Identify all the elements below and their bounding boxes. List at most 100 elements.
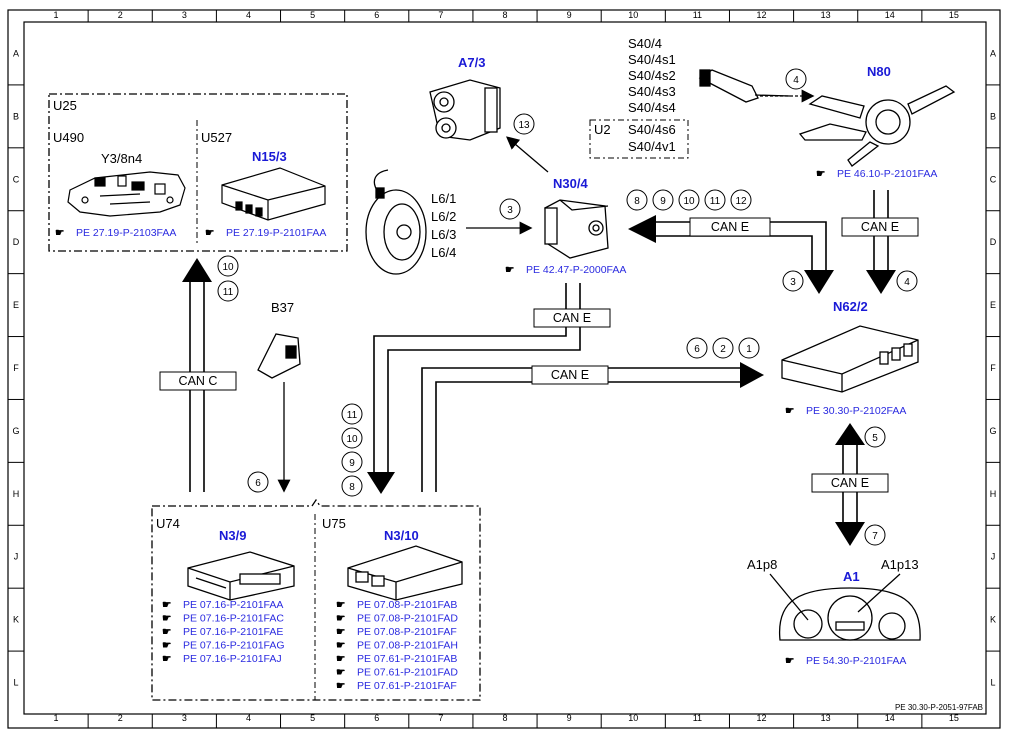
svg-text:11: 11 [347,410,358,421]
bus-can-e-main: CAN E [421,362,764,492]
manual-icon: ☛ [336,653,346,665]
grid-row-H-right: H [990,489,997,499]
ref-link[interactable]: PE 07.61-P-2101FAB [357,653,457,665]
switch-label-list: S40/4 S40/4s1 S40/4s2 S40/4s3 S40/4s4 S4… [628,36,676,154]
n3-10-drawing [347,545,463,601]
grid-row-K-right: K [990,615,996,625]
grid-col-1-bottom: 1 [54,713,59,723]
ref-n62-2[interactable]: ☛ PE 30.30-P-2102FAA [785,405,906,417]
ref-link[interactable]: PE 07.16-P-2101FAC [183,613,284,625]
grid-row-F-right: F [990,363,996,373]
svg-text:8: 8 [349,482,355,493]
svg-text:S40/4s4: S40/4s4 [628,100,676,115]
svg-text:11: 11 [223,287,234,298]
svg-text:S40/4s6: S40/4s6 [628,122,676,137]
grid-col-9-bottom: 9 [567,713,572,723]
grid-col-7-top: 7 [438,10,443,20]
svg-text:6: 6 [694,344,700,355]
arrow-n30-to-a7 [506,136,549,173]
ref-link[interactable]: PE 07.16-P-2101FAJ [183,653,282,665]
ref-y3-8n4[interactable]: ☛ PE 27.19-P-2103FAA [55,227,176,239]
manual-icon: ☛ [55,227,65,239]
component-n3-9: N3/9 [219,528,246,543]
ref-link[interactable]: PE 07.16-P-2101FAG [183,640,285,652]
svg-text:PE 27.19-P-2103FAA[interactable]: PE 27.19-P-2103FAA [76,227,176,239]
group-label-u527: U527 [201,130,232,145]
manual-icon: ☛ [162,653,172,665]
manual-icon: ☛ [336,680,346,692]
grid-col-6-bottom: 6 [374,713,379,723]
ref-link[interactable]: PE 07.61-P-2101FAD [357,667,458,679]
signal-group-to-n62: 6 2 1 [686,337,760,359]
grid-row-H-left: H [13,489,20,499]
svg-text:PE 27.19-P-2101FAA[interactable]: PE 27.19-P-2101FAA [226,227,326,239]
manual-icon: ☛ [785,405,795,417]
n15-3-module-drawing [221,167,326,221]
grid-row-F-left: F [13,363,19,373]
svg-text:10: 10 [683,196,695,207]
svg-text:CAN E: CAN E [861,220,899,234]
svg-text:PE 30.30-P-2102FAA[interactable]: PE 30.30-P-2102FAA [806,405,906,417]
ref-n15-3[interactable]: ☛ PE 27.19-P-2101FAA [205,227,326,239]
grid-col-7-bottom: 7 [438,713,443,723]
svg-text:CAN E: CAN E [553,311,591,325]
component-n30-4: N30/4 [553,176,588,191]
signal-5 [864,426,886,448]
grid-col-2-bottom: 2 [118,713,123,723]
manual-icon: ☛ [162,626,172,638]
svg-text:CAN E: CAN E [831,476,869,490]
grid-row-C-left: C [13,174,20,184]
component-a1p13: A1p13 [881,557,919,572]
manual-icon: ☛ [336,626,346,638]
svg-text:9: 9 [660,196,666,207]
svg-text:CAN E: CAN E [551,368,589,382]
grid-row-E-left: E [13,300,19,310]
svg-text:1: 1 [746,344,752,355]
signal-3 [499,198,521,220]
manual-icon: ☛ [162,640,172,652]
ref-link[interactable]: PE 07.16-P-2101FAE [183,626,283,638]
svg-text:L6/3: L6/3 [431,227,456,242]
a7-3-drawing [429,79,501,141]
svg-text:CAN C: CAN C [179,374,218,388]
signal-13 [513,113,535,135]
grid-row-B-left: B [13,111,19,121]
b37-pedal-drawing [257,333,301,379]
ref-link[interactable]: PE 07.08-P-2101FAB [357,599,457,611]
svg-text:4: 4 [793,75,799,86]
ref-link[interactable]: PE 07.16-P-2101FAA [183,599,283,611]
component-a1: A1 [843,569,860,584]
svg-text:PE 42.47-P-2000FAA[interactable]: PE 42.47-P-2000FAA [526,264,626,276]
bus-can-e-a1: CAN E [811,423,889,546]
outer-frame [7,9,1001,729]
svg-text:PE 54.30-P-2101FAA[interactable]: PE 54.30-P-2101FAA [806,655,906,667]
grid-row-J-left: J [14,552,19,562]
n62-2-drawing [781,325,919,393]
component-n62-2: N62/2 [833,299,868,314]
ref-n30-4[interactable]: ☛ PE 42.47-P-2000FAA [505,264,626,276]
ref-link[interactable]: PE 07.08-P-2101FAH [357,640,458,652]
signal-group-can-e-top: 8 9 10 11 12 [626,189,752,211]
signal-4-down [896,270,918,292]
group-label-u490: U490 [53,130,84,145]
grid-col-14-top: 14 [885,10,895,20]
ref-link[interactable]: PE 07.08-P-2101FAF [357,626,457,638]
grid-row-J-right: J [991,552,996,562]
grid-row-D-right: D [990,237,997,247]
manual-icon: ☛ [162,613,172,625]
grid-col-11-top: 11 [693,10,702,20]
ref-a1[interactable]: ☛ PE 54.30-P-2101FAA [785,655,906,667]
grid-col-3-bottom: 3 [182,713,187,723]
ref-n80[interactable]: ☛ PE 46.10-P-2101FAA [816,168,937,180]
svg-text:11: 11 [710,196,721,207]
ref-list-n3-10: ☛ PE 07.08-P-2101FAB ☛ PE 07.08-P-2101FAD ☛ P… [336,599,458,692]
svg-text:L6/4: L6/4 [431,245,456,260]
bus-can-e-top: CAN E [628,215,834,294]
svg-text:S40/4s3: S40/4s3 [628,84,676,99]
ref-link[interactable]: PE 07.08-P-2101FAD [357,613,458,625]
svg-text:PE 46.10-P-2101FAA[interactable]: PE 46.10-P-2101FAA [837,168,937,180]
svg-text:4: 4 [904,277,910,288]
inner-frame [23,21,987,715]
ref-link[interactable]: PE 07.61-P-2101FAF [357,680,457,692]
